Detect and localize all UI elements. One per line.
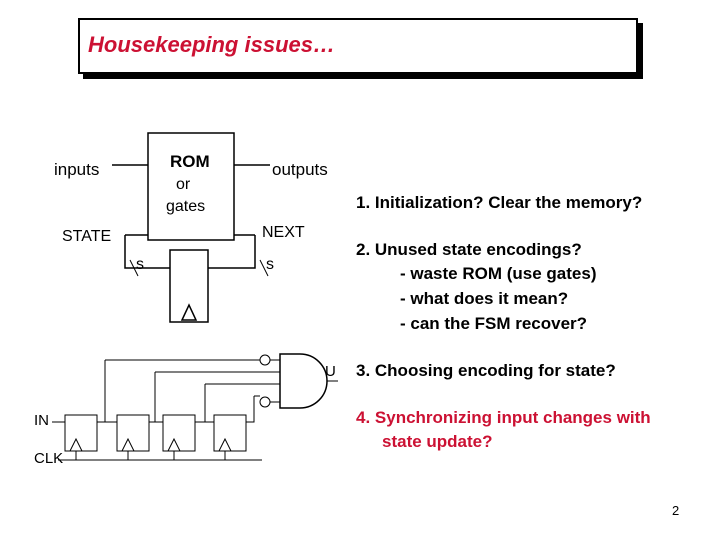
shift-ff-3 [162,414,196,452]
bus-slash-left [129,259,139,277]
feedback-left [124,235,170,269]
inverter-bubble-bottom [259,396,271,408]
item-initialization: 1. Initialization? Clear the memory? [356,193,643,212]
rom-or-label: or [176,176,191,193]
shift-ff-1 [64,414,98,452]
slide-title: Housekeeping issues… [88,32,335,57]
item-synchronizing-sub-1: state update? [382,432,493,451]
and-gate [279,353,328,409]
item-unused-sub-3: - can the FSM recover? [400,314,588,333]
shift-ff-2 [116,414,150,452]
next-label: NEXT [262,224,305,241]
inputs-label: inputs [54,160,100,179]
u-label: U [325,363,336,380]
shift-ff-4 [213,414,247,452]
item-unused-encodings: 2. Unused state encodings? [356,240,582,259]
clock-triangle [180,303,198,321]
item-unused-sub-1: - waste ROM (use gates) [400,264,597,283]
title-box: Housekeeping issues… [78,18,638,74]
bus-slash-right [259,259,269,277]
outputs-label: outputs [272,160,328,179]
item-synchronizing: 4. Synchronizing input changes with [356,408,651,427]
bus-width-left: s [136,256,144,273]
state-register [169,249,209,323]
rom-label: ROM [170,152,210,171]
state-label: STATE [62,228,112,245]
inverter-bubble-top [259,354,271,366]
item-unused-sub-2: - what does it mean? [400,289,569,308]
rom-box [147,132,235,241]
item-choosing-encoding: 3. Choosing encoding for state? [356,361,616,380]
bus-width-right: s [266,256,274,273]
in-label: IN [34,412,49,429]
feedback-right [208,235,256,269]
page-number: 2 [672,503,680,518]
rom-gates-label: gates [166,198,206,215]
clk-label: CLK [34,450,64,467]
